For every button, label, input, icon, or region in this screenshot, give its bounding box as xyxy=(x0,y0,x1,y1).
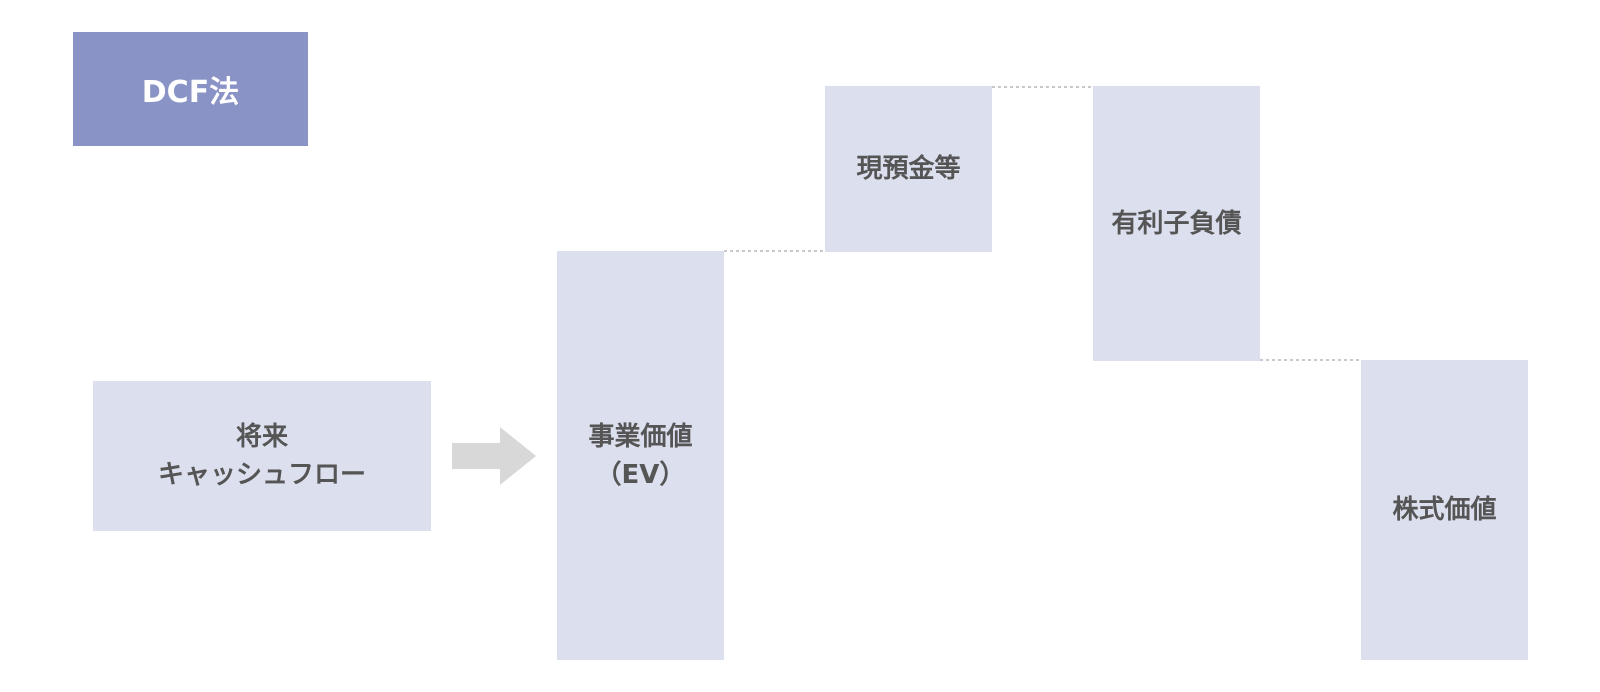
equity-value-label: 株式価値 xyxy=(1392,495,1497,525)
enterprise-value-label-line1: 事業価値 xyxy=(588,421,693,452)
future-cash-flow-label-line2: キャッシュフロー xyxy=(157,460,366,490)
cash-equivalents-box: 現預金等 xyxy=(825,86,992,252)
interest-bearing-debt-box: 有利子負債 xyxy=(1093,86,1260,361)
equity-value-box: 株式価値 xyxy=(1361,360,1528,660)
future-cash-flow-box: 将来 キャッシュフロー xyxy=(93,381,431,531)
method-title: DCF法 xyxy=(73,32,308,146)
future-cash-flow-label-line1: 将来 xyxy=(235,422,288,452)
enterprise-value-box: 事業価値 （EV） xyxy=(557,251,724,660)
interest-bearing-debt-label: 有利子負債 xyxy=(1111,208,1242,239)
enterprise-value-label-line2: （EV） xyxy=(595,459,686,490)
arrow-right-icon xyxy=(452,427,536,485)
cash-equivalents-label: 現預金等 xyxy=(856,154,961,184)
